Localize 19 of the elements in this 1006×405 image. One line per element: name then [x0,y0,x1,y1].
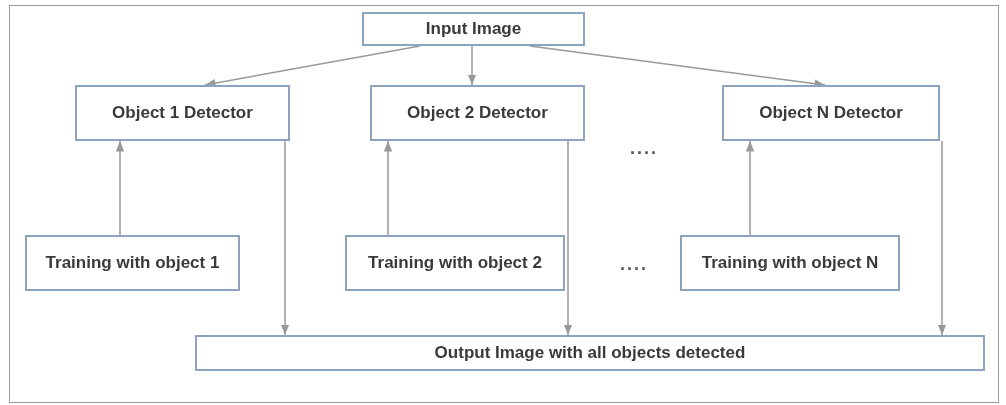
process-box: Object 2 Detector [370,85,585,141]
process-box: Input Image [362,12,585,46]
process-box: Object N Detector [722,85,940,141]
arrow [937,140,947,336]
arrow [467,45,477,86]
ellipsis-label: .... [620,254,648,275]
arrow [383,140,393,236]
arrow [563,140,573,336]
arrow [529,45,826,88]
process-box: Object 1 Detector [75,85,290,141]
process-box: Training with object N [680,235,900,291]
ellipsis-label: .... [630,138,658,159]
arrow [280,140,290,336]
process-box: Training with object 1 [25,235,240,291]
arrow [115,140,125,236]
arrow [745,140,755,236]
process-box: Output Image with all objects detected [195,335,985,371]
process-box: Training with object 2 [345,235,565,291]
arrow [204,45,421,88]
